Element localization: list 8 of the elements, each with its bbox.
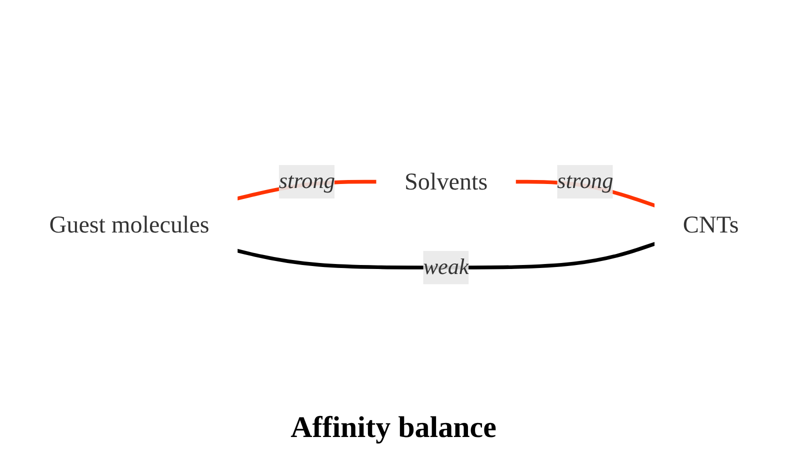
node-text: Guest molecules [48, 211, 209, 238]
node-text: CNTs [682, 211, 738, 238]
edge-label: strong [556, 170, 613, 194]
node-text: Solvents [404, 168, 488, 196]
center-label: Affinity balance [290, 411, 496, 445]
edge-label: weak [422, 255, 468, 280]
edge-label: strong [278, 170, 334, 194]
connector [236, 242, 656, 270]
